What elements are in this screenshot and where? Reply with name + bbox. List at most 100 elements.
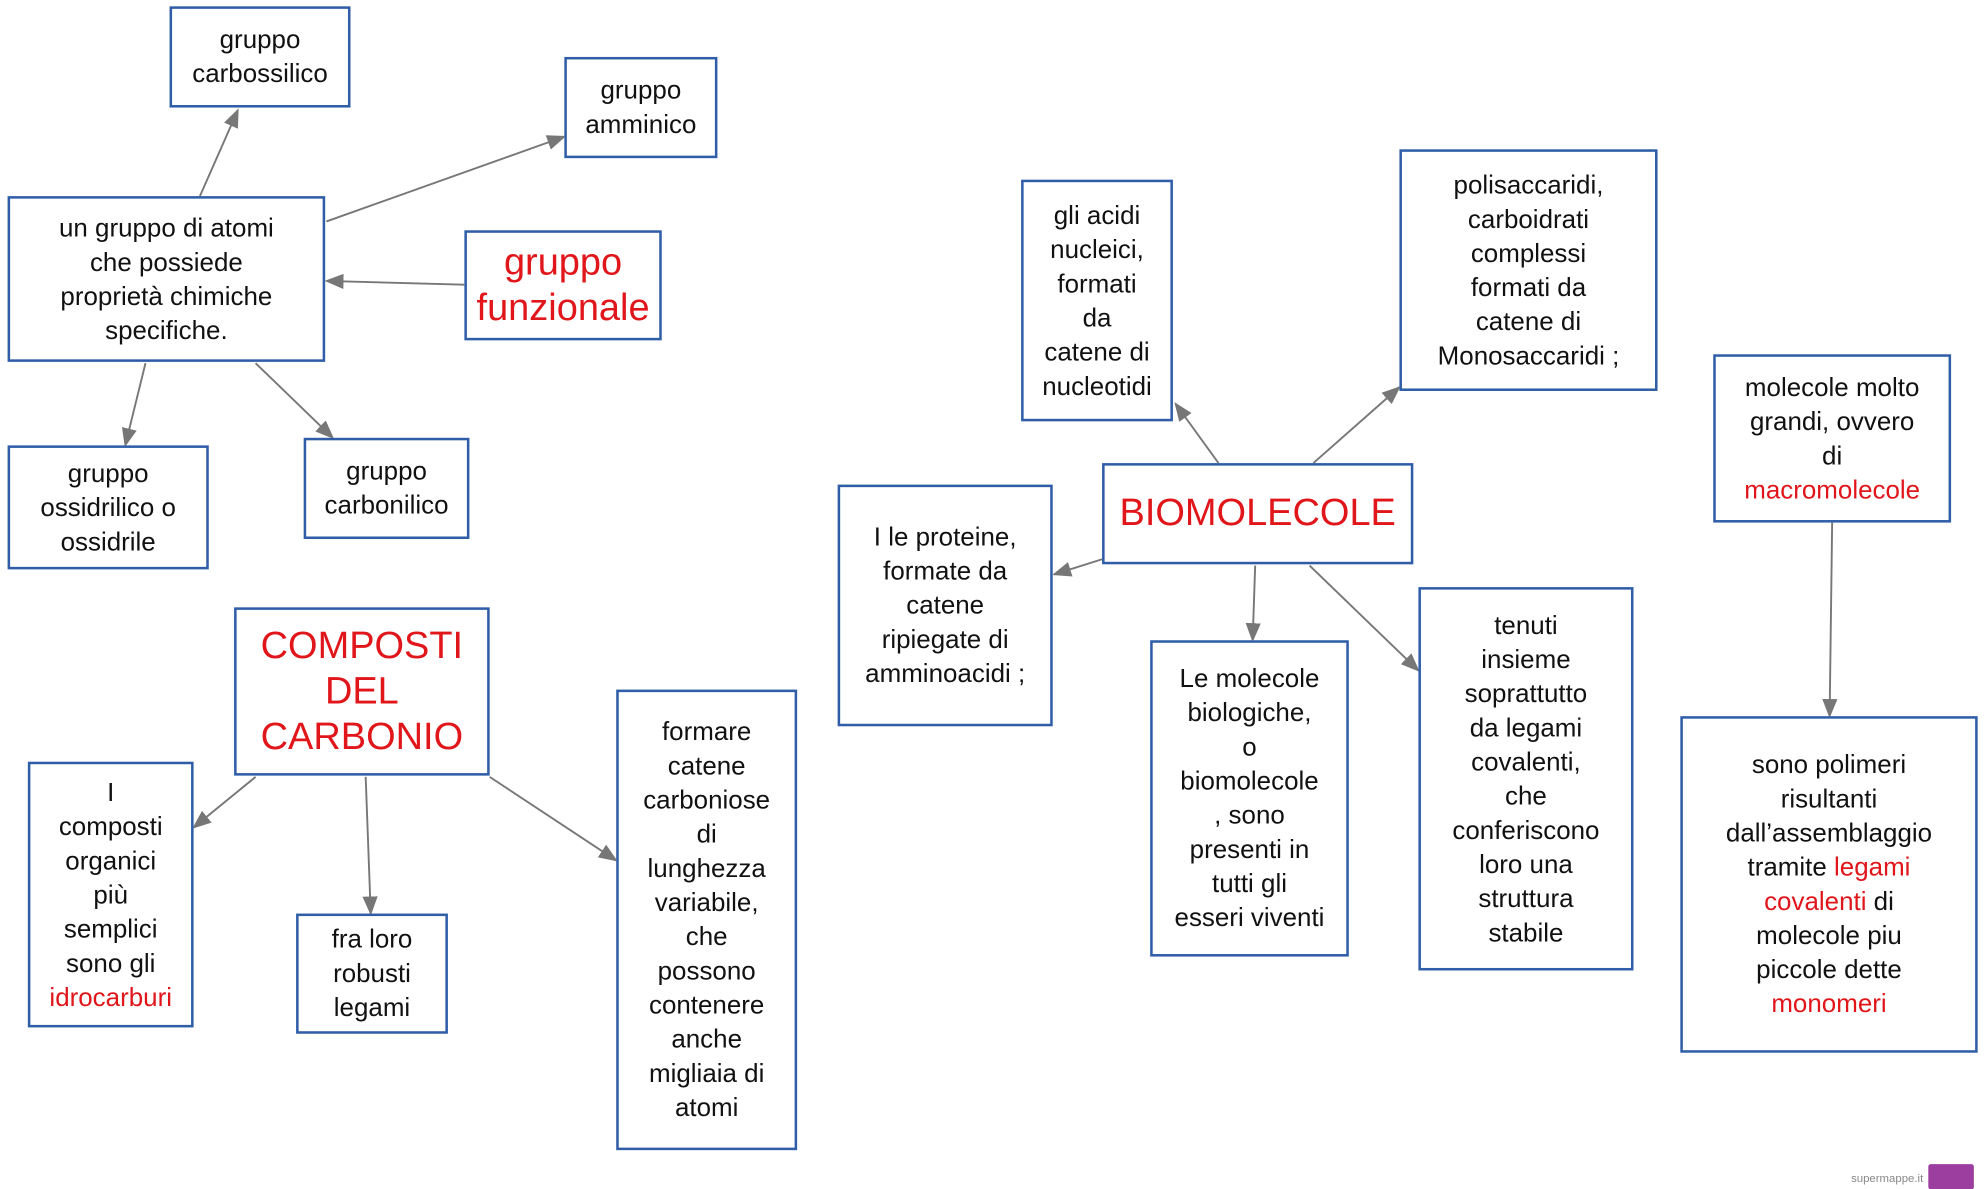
node-line: ossidrile bbox=[61, 524, 156, 558]
node-line: organici bbox=[65, 843, 156, 877]
node-line: amminico bbox=[585, 108, 696, 142]
node-text: stabile bbox=[1488, 917, 1564, 948]
node-text: molecole molto bbox=[1744, 372, 1920, 402]
node-text: conferiscono bbox=[1452, 815, 1600, 845]
node-line: Le molecole bbox=[1180, 662, 1320, 696]
node-text: semplici bbox=[63, 914, 158, 944]
node-line: gruppo bbox=[600, 73, 681, 107]
node-text: possono bbox=[657, 956, 756, 986]
node-text: tenuti bbox=[1494, 610, 1558, 640]
node-line: possono bbox=[658, 954, 756, 988]
node-line: biomolecole bbox=[1180, 764, 1318, 798]
node-line: macromolecole bbox=[1744, 473, 1920, 507]
node-line: loro una bbox=[1479, 847, 1573, 881]
node-text: di bbox=[1822, 440, 1843, 471]
node-line: I le proteine, bbox=[874, 520, 1017, 554]
node-text: da legami bbox=[1469, 712, 1583, 743]
node-text: amminico bbox=[585, 110, 697, 140]
node-text: soprattutto bbox=[1464, 678, 1588, 708]
node-text: organici bbox=[65, 845, 157, 875]
node-line: di bbox=[1822, 438, 1842, 472]
arrow bbox=[1052, 558, 1103, 577]
node-text: gli acidi bbox=[1053, 200, 1141, 230]
node-line: biologiche, bbox=[1187, 696, 1311, 730]
node-line: tramite legami bbox=[1748, 850, 1911, 884]
node-text: dall’assemblaggio bbox=[1725, 818, 1933, 848]
node-line: tutti gli bbox=[1212, 867, 1287, 901]
arrow bbox=[121, 362, 147, 448]
node-text: catene di bbox=[1044, 337, 1150, 367]
node-line: complessi bbox=[1471, 236, 1586, 270]
node-line: da bbox=[1083, 301, 1112, 335]
node-line: sono polimeri bbox=[1752, 748, 1906, 782]
node-text: formate da bbox=[883, 556, 1008, 586]
node-text: catene bbox=[906, 590, 985, 620]
node-text: struttura bbox=[1478, 883, 1574, 913]
logo-icon bbox=[1928, 1164, 1974, 1189]
highlighted-text: idrocarburi bbox=[49, 982, 172, 1012]
node-text: piccole dette bbox=[1756, 955, 1902, 985]
node-text: più bbox=[93, 880, 129, 910]
node-text: gruppo bbox=[219, 25, 301, 55]
node-line: polisaccaridi, bbox=[1454, 168, 1604, 202]
node-line: migliaia di bbox=[649, 1057, 764, 1091]
node-text: I le proteine, bbox=[873, 522, 1017, 552]
arrow bbox=[1174, 402, 1220, 464]
node-text: Monosaccaridi ; bbox=[1437, 340, 1620, 371]
node-text: formati bbox=[1057, 268, 1137, 298]
node-text: che possiede bbox=[89, 247, 243, 277]
node-line: gli acidi bbox=[1054, 198, 1141, 232]
node-line: gruppo bbox=[346, 454, 427, 488]
node-line: semplici bbox=[64, 912, 158, 946]
node-line: formare bbox=[662, 715, 751, 749]
node-line: amminoacidi ; bbox=[865, 657, 1025, 691]
node-text: atomi bbox=[674, 1093, 739, 1123]
node-text: tramite bbox=[1747, 852, 1835, 882]
node-text: gruppo bbox=[346, 456, 427, 486]
node-line: composti bbox=[59, 809, 163, 843]
node-line: nucleotidi bbox=[1042, 369, 1152, 403]
node-line: covalenti di bbox=[1764, 884, 1894, 918]
node-gruppo-amminico: gruppo amminico bbox=[564, 56, 718, 159]
node-line: , sono bbox=[1214, 798, 1285, 832]
node-text: , sono bbox=[1214, 800, 1285, 831]
node-text: tutti gli bbox=[1211, 869, 1287, 899]
node-line: proprietà chimiche bbox=[60, 279, 272, 313]
node-text: loro una bbox=[1479, 849, 1573, 879]
node-line: che bbox=[1505, 779, 1547, 813]
node-text: gruppo bbox=[600, 75, 682, 106]
node-line: catene di bbox=[1044, 335, 1149, 369]
node-line: lunghezza bbox=[648, 852, 766, 886]
arrow bbox=[254, 362, 335, 440]
node-text: biomolecole bbox=[1180, 766, 1319, 796]
node-text: nucleici, bbox=[1050, 234, 1144, 264]
node-text: specifiche. bbox=[105, 315, 228, 345]
node-line: variabile, bbox=[655, 886, 759, 920]
node-line: struttura bbox=[1478, 881, 1573, 915]
node-text: di bbox=[696, 819, 717, 850]
node-text: catene bbox=[667, 751, 746, 781]
node-line: che possiede bbox=[90, 245, 243, 279]
node-text: formare bbox=[661, 717, 752, 747]
node-text: legami bbox=[333, 993, 411, 1023]
node-line: grandi, ovvero bbox=[1750, 404, 1914, 438]
node-line: idrocarburi bbox=[49, 980, 172, 1014]
node-text: carboniose bbox=[643, 785, 771, 815]
node-text: che bbox=[1505, 781, 1547, 811]
node-text: carboidrati bbox=[1467, 204, 1590, 234]
node-line: COMPOSTI bbox=[261, 623, 463, 669]
node-line: conferiscono bbox=[1452, 813, 1599, 847]
node-line: catene di bbox=[1476, 304, 1581, 338]
node-text: I bbox=[107, 777, 115, 807]
node-line: atomi bbox=[675, 1091, 738, 1125]
node-line: gruppo bbox=[504, 240, 622, 286]
